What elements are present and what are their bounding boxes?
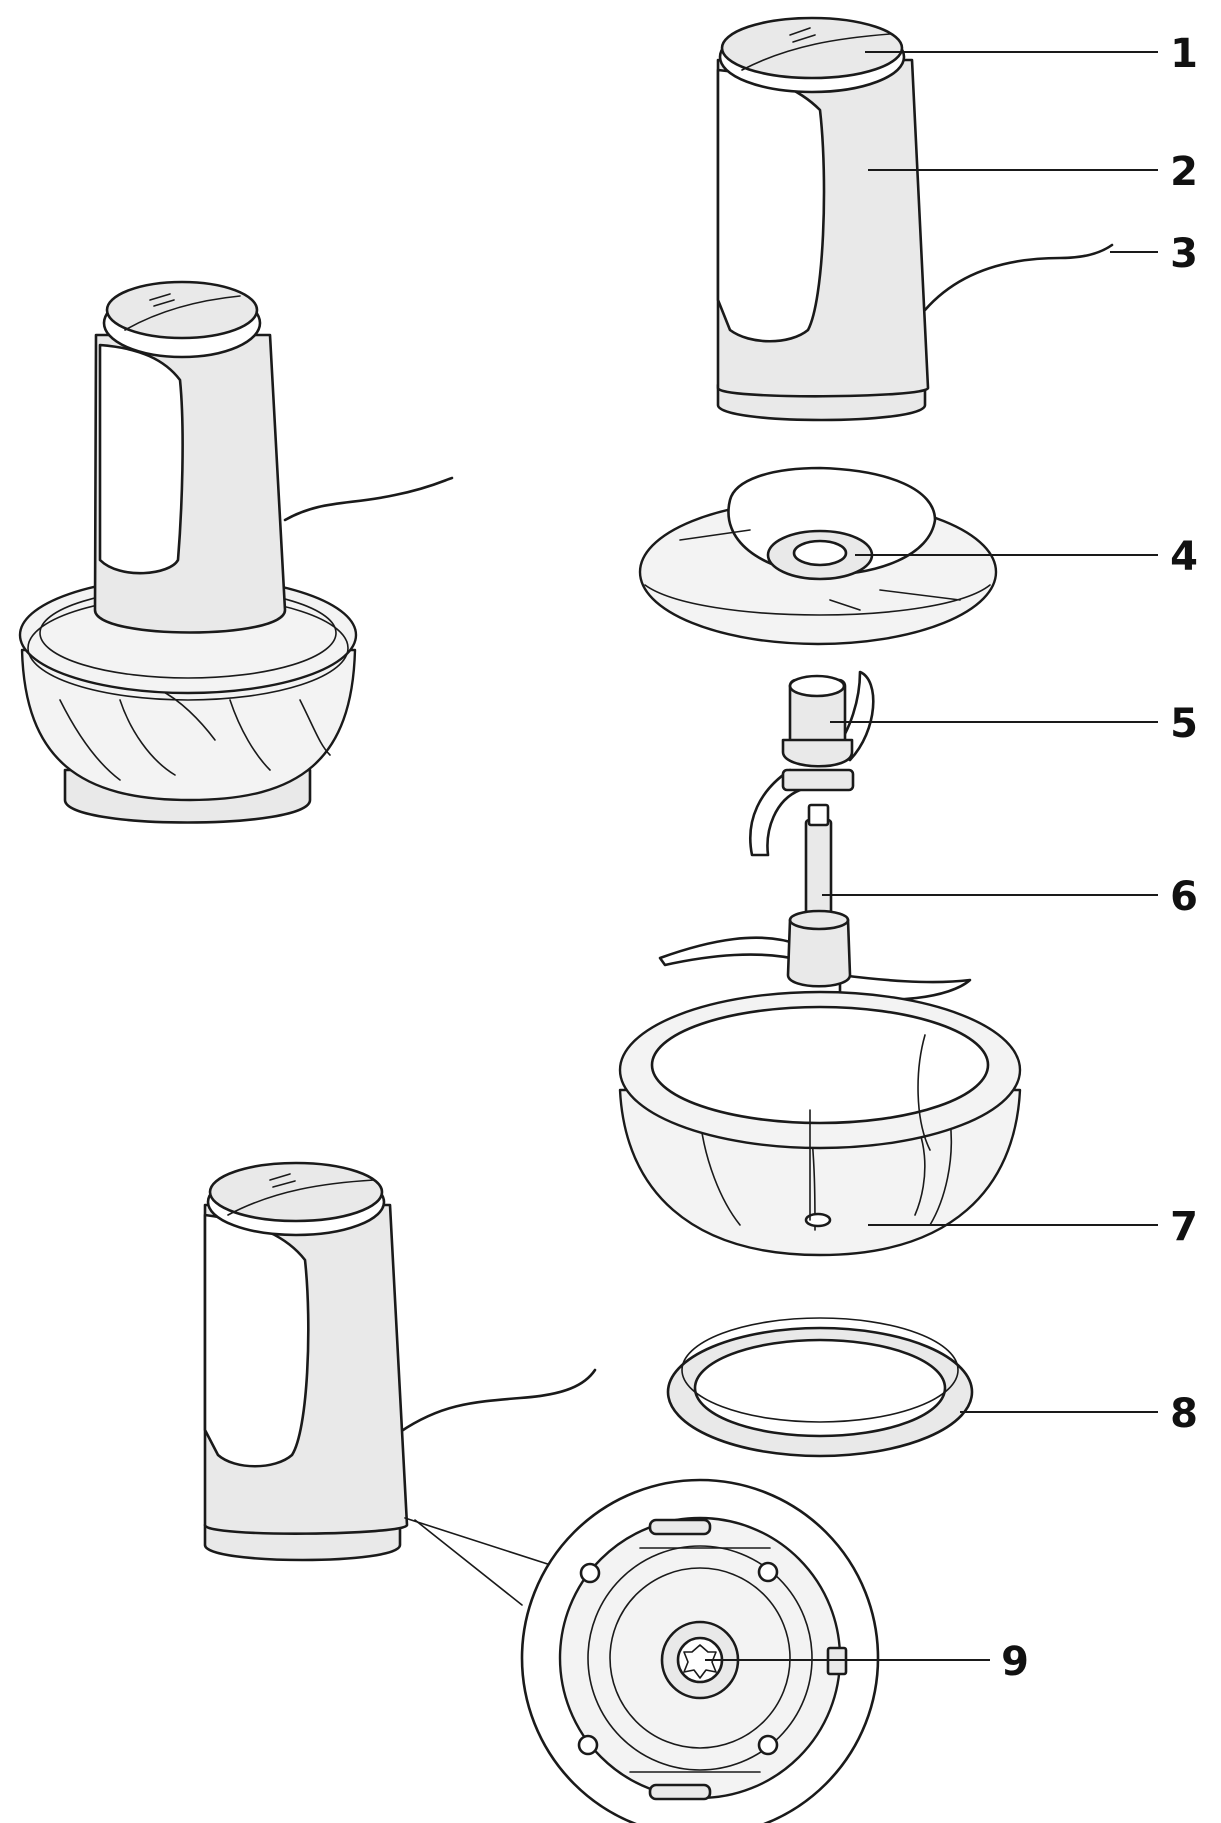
callout-6: 6 xyxy=(1170,874,1198,920)
callout-7: 7 xyxy=(1170,1204,1198,1250)
callout-3: 3 xyxy=(1170,231,1198,277)
callouts: 1 2 3 4 5 6 7 8 9 xyxy=(1001,31,1198,1685)
motor-unit-bottom-illustration xyxy=(203,1161,597,1606)
callout-2: 2 xyxy=(1170,149,1198,195)
callout-1: 1 xyxy=(1170,31,1198,77)
callout-5: 5 xyxy=(1170,701,1198,747)
lower-blade-illustration xyxy=(658,803,972,1001)
base-ring-illustration xyxy=(666,1317,974,1458)
assembled-chopper-illustration xyxy=(18,280,454,824)
callout-4: 4 xyxy=(1170,534,1198,580)
underside-detail-illustration xyxy=(520,1478,880,1823)
upper-blade-illustration xyxy=(749,670,875,857)
callout-9: 9 xyxy=(1001,1639,1029,1685)
lid-illustration xyxy=(638,466,998,646)
motor-unit-illustration xyxy=(716,16,1114,422)
leader-lines xyxy=(705,51,1158,1661)
callout-8: 8 xyxy=(1170,1391,1198,1437)
bowl-illustration xyxy=(618,990,1022,1257)
